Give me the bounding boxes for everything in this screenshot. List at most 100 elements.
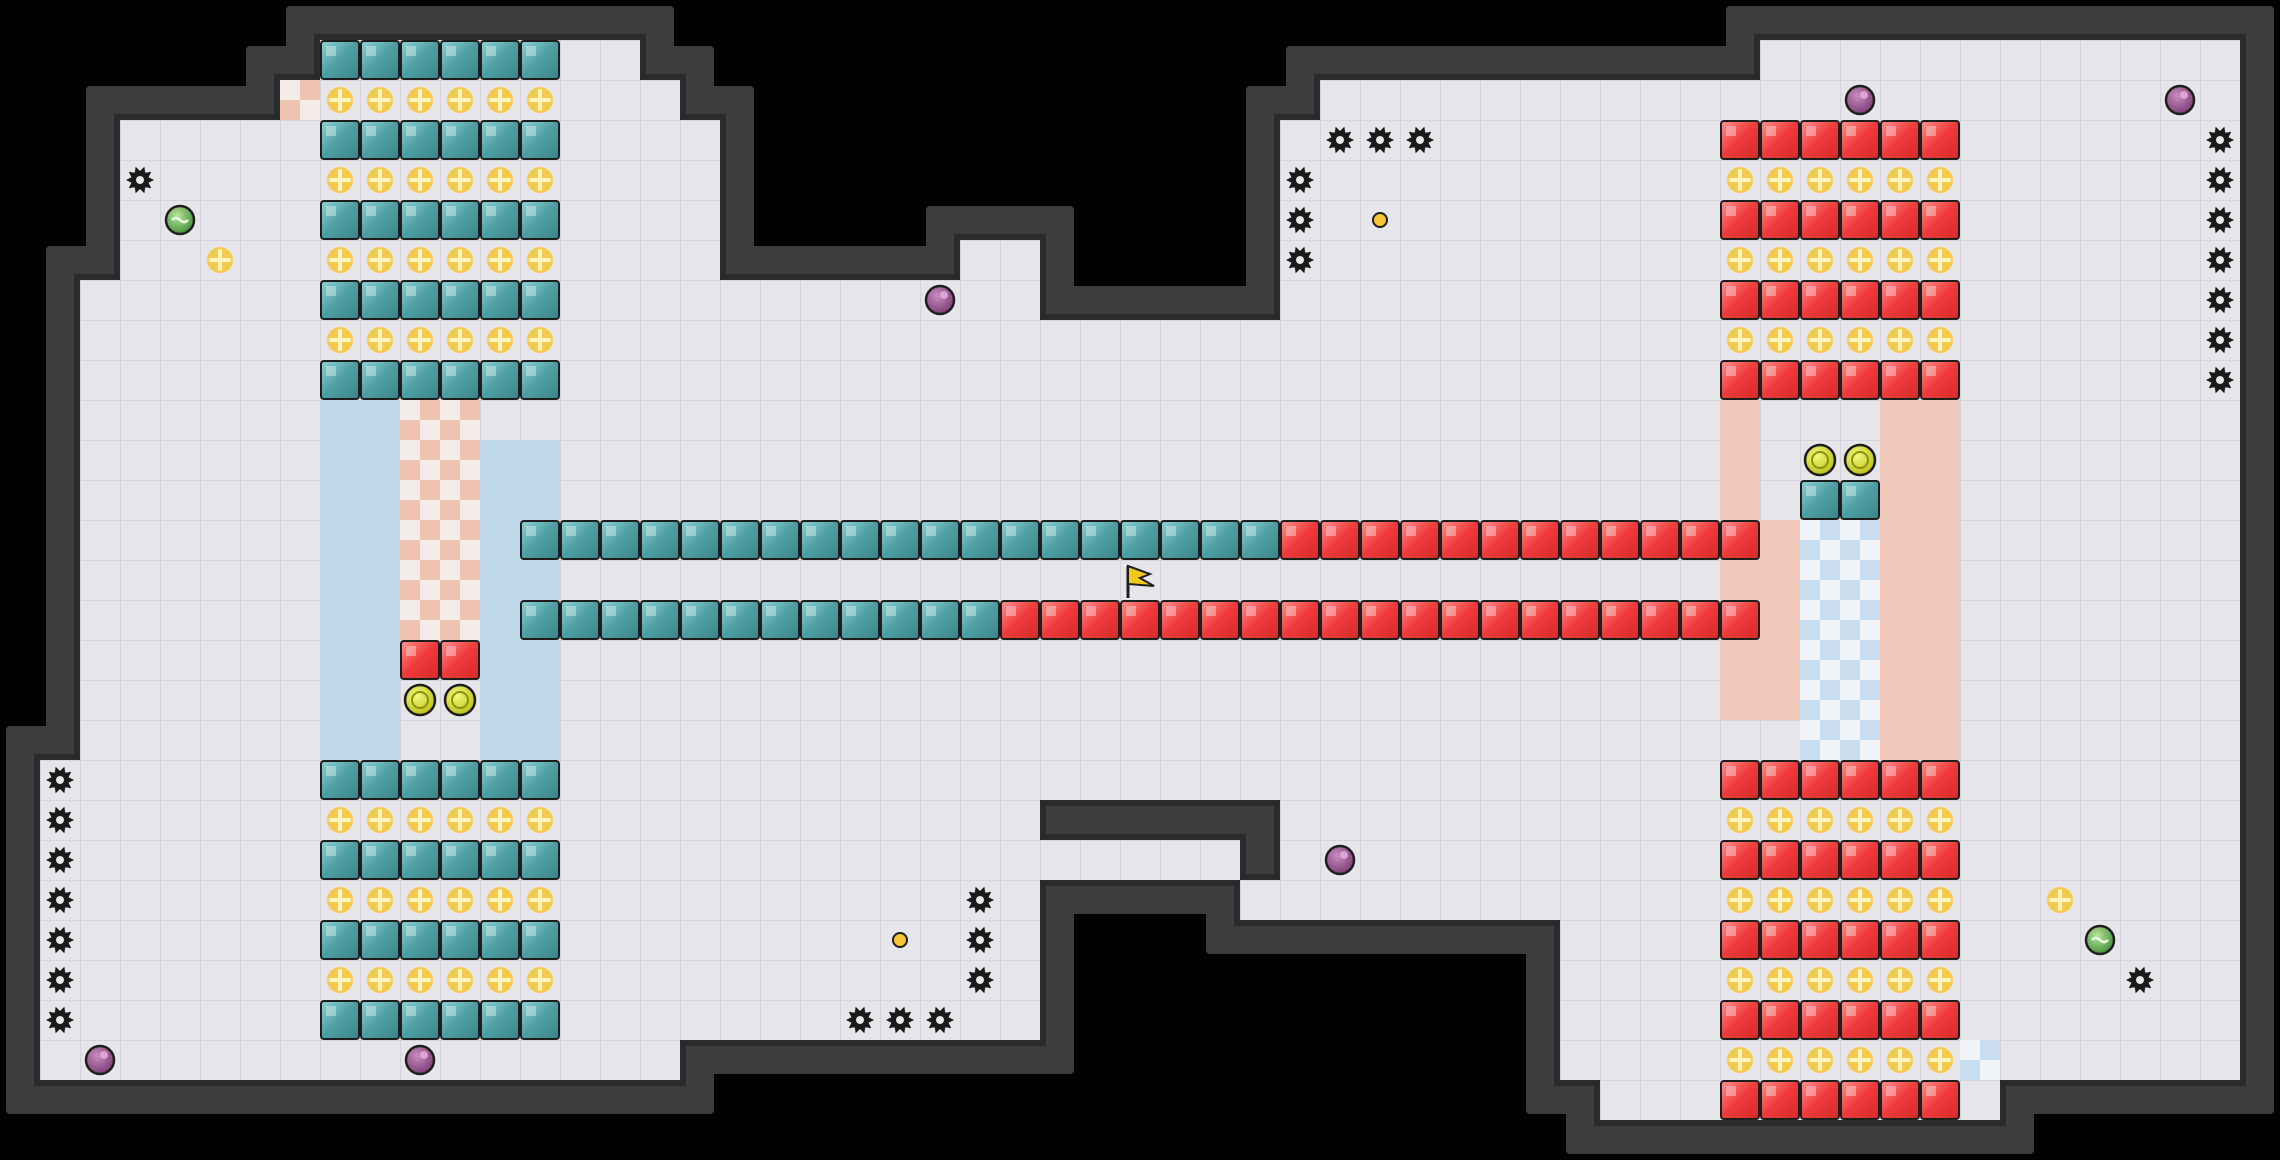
red-block-shine xyxy=(1846,1006,1856,1016)
red-block xyxy=(1160,600,1200,640)
plus-coin-icon xyxy=(327,967,353,993)
plus-coin-icon xyxy=(1807,967,1833,993)
gem-orb-icon xyxy=(924,284,956,316)
teal-block-shine xyxy=(326,126,336,136)
red-block-face xyxy=(1760,1080,1800,1120)
teal-block-face xyxy=(320,40,360,80)
red-block-shine xyxy=(1166,606,1176,616)
checker-zone-blue xyxy=(1840,560,1860,580)
spike-gear-icon xyxy=(1286,206,1314,234)
plus-coin-icon xyxy=(1767,1047,1793,1073)
teal-block-shine xyxy=(526,846,536,856)
teal-block xyxy=(560,600,600,640)
red-block xyxy=(1080,600,1120,640)
teal-block xyxy=(360,360,400,400)
teal-block-face xyxy=(960,520,1000,560)
plus-coin-cross xyxy=(369,889,391,911)
checker-zone-blue xyxy=(1820,740,1840,760)
red-block xyxy=(1920,1000,1960,1040)
yellow-switch-icon[interactable] xyxy=(1843,443,1877,477)
plus-coin-icon xyxy=(407,87,433,113)
teal-block-shine xyxy=(726,606,736,616)
switch-body xyxy=(1803,443,1837,477)
plus-coin-cross xyxy=(1929,329,1951,351)
red-block-shine xyxy=(1406,526,1416,536)
red-block-shine xyxy=(1686,606,1696,616)
red-block xyxy=(440,640,480,680)
yellow-switch-icon[interactable] xyxy=(443,683,477,717)
teal-block xyxy=(520,40,560,80)
plus-coin-cross xyxy=(1929,969,1951,991)
red-block-shine xyxy=(1846,366,1856,376)
red-block-shine xyxy=(1726,766,1736,776)
teal-block-face xyxy=(400,840,440,880)
teal-block-face xyxy=(1840,480,1880,520)
teal-block-face xyxy=(320,760,360,800)
teal-block-face xyxy=(1800,480,1840,520)
red-block-face xyxy=(1720,120,1760,160)
teal-block-shine xyxy=(326,46,336,56)
teal-block xyxy=(520,280,560,320)
checker-zone-salmon xyxy=(400,620,420,640)
goal-flag-icon[interactable] xyxy=(1126,564,1155,598)
teal-block xyxy=(560,520,600,560)
checker-zone-salmon xyxy=(460,520,480,540)
teal-block-shine xyxy=(526,366,536,376)
plus-coin-cross xyxy=(1809,809,1831,831)
plus-coin-cross xyxy=(1769,969,1791,991)
teal-block-shine xyxy=(606,526,616,536)
plus-coin-cross xyxy=(1809,889,1831,911)
teal-block-face xyxy=(480,360,520,400)
spike-gear-icon xyxy=(2206,286,2234,314)
plus-coin-icon xyxy=(327,167,353,193)
red-block xyxy=(1880,1080,1920,1120)
red-block xyxy=(1720,840,1760,880)
red-block xyxy=(1800,1000,1840,1040)
teal-block-face xyxy=(440,840,480,880)
red-block-shine xyxy=(1846,1086,1856,1096)
red-block-face xyxy=(1760,1000,1800,1040)
red-block-face xyxy=(1920,840,1960,880)
checker-zone-blue xyxy=(1960,1040,1980,1060)
yellow-switch-icon[interactable] xyxy=(1803,443,1837,477)
plus-coin-cross xyxy=(449,969,471,991)
switch-ring xyxy=(411,691,429,709)
plus-coin-cross xyxy=(409,969,431,991)
red-block-face xyxy=(1400,520,1440,560)
teal-block-face xyxy=(520,520,560,560)
checker-zone-salmon xyxy=(440,460,460,480)
plus-coin-cross xyxy=(489,329,511,351)
yellow-switch-icon[interactable] xyxy=(403,683,437,717)
red-block-shine xyxy=(1846,206,1856,216)
teal-block xyxy=(640,520,680,560)
plus-coin-icon xyxy=(487,87,513,113)
teal-block-shine xyxy=(486,766,496,776)
teal-block-shine xyxy=(366,766,376,776)
teal-block-shine xyxy=(686,606,696,616)
plus-coin-cross xyxy=(1849,249,1871,271)
teal-block-face xyxy=(480,120,520,160)
plus-coin-icon xyxy=(1847,807,1873,833)
teal-block xyxy=(520,120,560,160)
plus-coin-icon xyxy=(1727,807,1753,833)
plus-coin-cross xyxy=(489,889,511,911)
red-block-shine xyxy=(1486,606,1496,616)
gem-orb-icon xyxy=(84,1044,116,1076)
plus-coin-cross xyxy=(1849,809,1871,831)
red-block-shine xyxy=(1886,286,1896,296)
plus-coin-cross xyxy=(329,889,351,911)
plus-coin-icon xyxy=(1727,247,1753,273)
checker-zone-salmon xyxy=(420,520,440,540)
plus-coin-cross xyxy=(1889,809,1911,831)
teal-block-shine xyxy=(366,846,376,856)
red-block-face xyxy=(1280,520,1320,560)
teal-block xyxy=(480,920,520,960)
spike-gear-icon xyxy=(126,166,154,194)
plus-coin-icon xyxy=(447,967,473,993)
teal-block-shine xyxy=(766,526,776,536)
plus-coin-icon xyxy=(1767,967,1793,993)
plus-coin-cross xyxy=(1849,169,1871,191)
red-block-face xyxy=(1160,600,1200,640)
red-block-shine xyxy=(1806,766,1816,776)
checker-zone-salmon xyxy=(440,420,460,440)
